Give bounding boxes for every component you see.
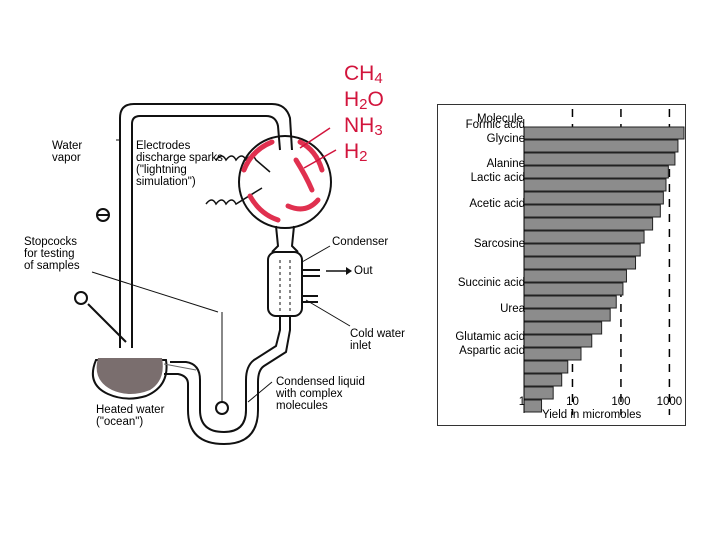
gas-ch4-base: CH <box>344 62 375 85</box>
molecule-label: Lactic acid <box>470 172 525 184</box>
chart-column-header: Molecule <box>476 113 523 125</box>
bar-19 <box>523 373 563 387</box>
bar-16 <box>523 334 593 348</box>
bar-6 <box>523 204 661 218</box>
molecule-label: Aspartic acid <box>459 345 525 357</box>
label-stopcocks: Stopcocks for testing of samples <box>24 236 80 272</box>
bar-9 <box>523 243 641 257</box>
gas-nh3-base: NH <box>344 114 375 137</box>
bar-10 <box>523 256 637 270</box>
bar-12 <box>523 282 624 296</box>
molecule-label: Urea <box>500 303 525 315</box>
label-cold-water-inlet: Cold water inlet <box>350 328 405 352</box>
label-electrodes: Electrodes discharge sparks ("lightning … <box>136 140 223 188</box>
x-axis-title: Yield in micromoles <box>542 409 642 421</box>
gas-h2-base: H <box>344 140 360 163</box>
gas-h2o-tail: O <box>367 88 384 111</box>
bar-18 <box>523 360 569 374</box>
gas-ch4-sub: 4 <box>374 70 383 87</box>
bar-17 <box>523 347 582 361</box>
label-heated-water: Heated water ("ocean") <box>96 404 165 428</box>
gas-ch4: CH4 <box>344 62 383 86</box>
bar-3 <box>523 165 669 179</box>
bar-8 <box>523 230 645 244</box>
gas-h2o-sub: 2 <box>359 96 368 113</box>
gas-h2o-base: H <box>344 88 360 111</box>
molecule-label: Glutamic acid <box>455 331 525 343</box>
label-out: Out <box>354 265 373 277</box>
bar-14 <box>523 308 611 322</box>
label-condensed-liquid: Condensed liquid with complex molecules <box>276 376 365 412</box>
gas-nh3-sub: 3 <box>374 122 383 139</box>
bar-11 <box>523 269 627 283</box>
bar-1 <box>523 139 679 153</box>
molecule-label: Alanine <box>486 158 525 170</box>
bar-4 <box>523 178 667 192</box>
molecule-label: Succinic acid <box>457 277 525 289</box>
bar-5 <box>523 191 664 205</box>
gas-nh3: NH3 <box>344 114 383 138</box>
gas-h2: H2 <box>344 140 368 164</box>
molecule-label: Formic acid <box>465 119 525 131</box>
bar-13 <box>523 295 617 309</box>
bar-15 <box>523 321 603 335</box>
molecule-label: Acetic acid <box>469 198 525 210</box>
bar-0 <box>523 126 685 140</box>
gas-h2-sub: 2 <box>359 148 368 165</box>
molecule-label: Glycine <box>486 133 525 145</box>
bar-2 <box>523 152 676 166</box>
x-tick-label: 1 <box>518 396 526 408</box>
label-water-vapor: Water vapor <box>52 140 83 164</box>
x-tick-label: 100 <box>611 396 631 408</box>
gas-h2o: H2O <box>344 88 384 112</box>
x-tick-label: 1000 <box>656 396 683 408</box>
molecule-label: Sarcosine <box>473 238 525 250</box>
bar-7 <box>523 217 654 231</box>
label-condenser: Condenser <box>332 236 389 248</box>
x-tick-label: 10 <box>566 396 579 408</box>
yield-chart-svg <box>523 109 685 415</box>
